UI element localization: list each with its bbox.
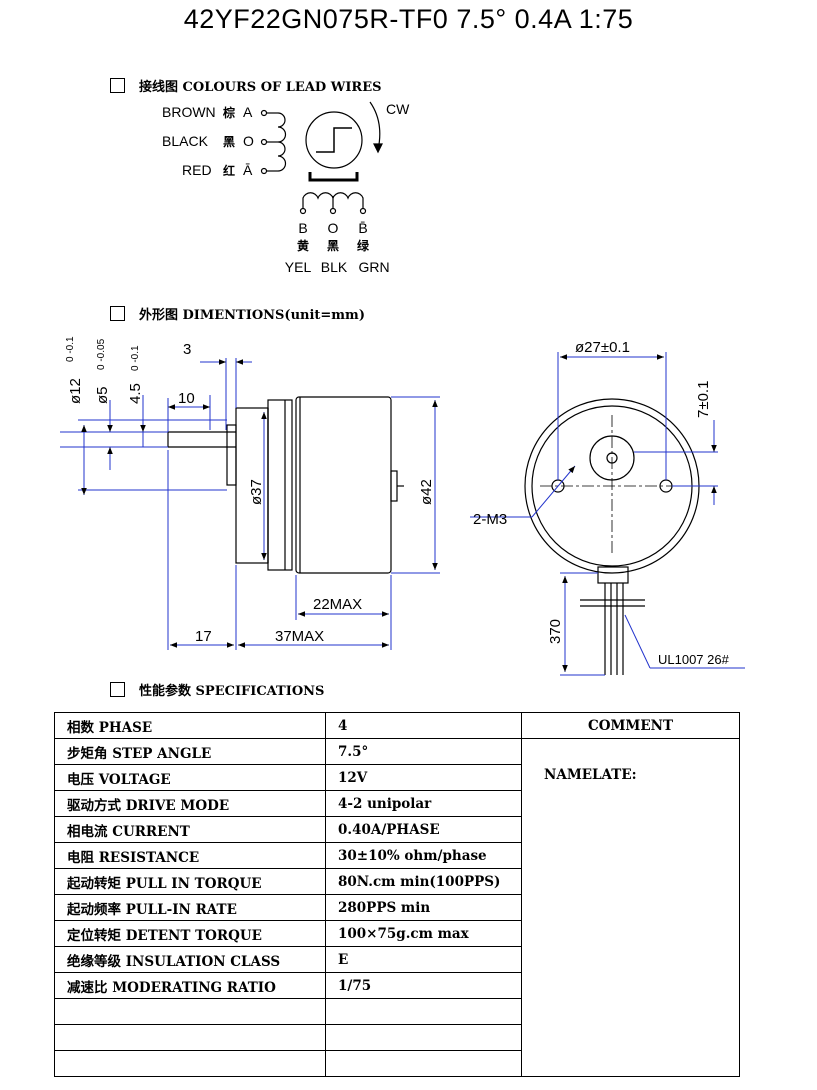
spec-value: 12V — [325, 764, 522, 791]
dim-d12-tol: 0 -0.1 — [65, 336, 76, 362]
dim-shaft-3: 3 — [183, 341, 191, 358]
spec-value: 7.5° — [325, 738, 522, 765]
dim-d5: ø5 — [94, 386, 111, 404]
dim-17: 17 — [195, 628, 212, 645]
term-a: A — [243, 104, 253, 120]
table-row — [54, 998, 740, 1025]
dim-wire-type: UL1007 26# — [658, 652, 730, 667]
dim-holes-m3: 2-M3 — [473, 511, 507, 528]
spec-name: 绝缘等级 INSULATION CLASS — [54, 946, 326, 973]
section-wiring: 接线图 COLOURS OF LEAD WIRES — [110, 76, 382, 95]
spec-name: 驱动方式 DRIVE MODE — [54, 790, 326, 817]
spec-value: 80N.cm min(100PPS) — [325, 868, 522, 895]
wire-cn-yellow: 黄 — [297, 238, 309, 253]
dim-lead-370: 370 — [547, 619, 564, 644]
spec-name: 相电流 CURRENT — [54, 816, 326, 843]
spec-value: E — [325, 946, 522, 973]
section-dimensions: 外形图 DIMENTIONS(unit=mm) — [110, 304, 365, 323]
wire-label-brown: BROWN — [162, 104, 216, 120]
spec-name: 步矩角 STEP ANGLE — [54, 738, 326, 765]
dim-d5-tol: 0 -0.05 — [96, 338, 107, 370]
checkbox[interactable] — [110, 78, 125, 93]
wire-cn-black2: 黑 — [327, 239, 339, 253]
term-o: O — [243, 133, 254, 149]
motor-side-view — [167, 396, 404, 574]
term-o2: O — [328, 220, 339, 236]
dim-d37: ø37 — [248, 479, 265, 505]
spec-value: 4-2 unipolar — [325, 790, 522, 817]
wire-cn-brown: 棕 — [222, 105, 235, 120]
spec-value: 4 — [325, 712, 522, 739]
dim-d42: ø42 — [418, 479, 435, 505]
spec-value: 30±10% ohm/phase — [325, 842, 522, 869]
spec-value: 0.40A/PHASE — [325, 816, 522, 843]
section-wiring-label: 接线图 COLOURS OF LEAD WIRES — [139, 80, 382, 95]
wire-label-black: BLACK — [162, 133, 209, 149]
wiring-diagram: BROWN BLACK RED 棕 黑 红 A O Ā CW B O B̄ 黄 … — [162, 101, 410, 275]
spec-value: 100×75g.cm max — [325, 920, 522, 947]
spec-value — [325, 1024, 522, 1051]
spec-name: 电阻 RESISTANCE — [54, 842, 326, 869]
dim-d27: ø27±0.1 — [575, 339, 630, 356]
wire-label-red: RED — [182, 162, 212, 178]
table-row — [54, 1024, 740, 1051]
spec-name — [54, 1024, 326, 1051]
section-dimensions-label: 外形图 DIMENTIONS(unit=mm) — [139, 308, 365, 323]
nameplate-cell: NAMELATE: — [521, 738, 740, 1077]
spec-name: 电压 VOLTAGE — [54, 764, 326, 791]
dim-flat: 4.5 — [127, 383, 144, 404]
spec-name: 定位转矩 DETENT TORQUE — [54, 920, 326, 947]
drawing-title: 42YF22GN075R-TF0 7.5° 0.4A 1:75 — [183, 4, 634, 34]
spec-value: 280PPS min — [325, 894, 522, 921]
section-specs: 性能参数 SPECIFICATIONS — [110, 680, 324, 699]
term-b-bar: B̄ — [358, 220, 367, 236]
wire-label-yel: YEL — [285, 259, 312, 275]
wire-cn-black: 黑 — [223, 135, 235, 149]
spec-name: 减速比 MODERATING RATIO — [54, 972, 326, 999]
dim-flat-tol: 0 -0.1 — [130, 345, 141, 371]
spec-name: 起动转矩 PULL IN TORQUE — [54, 868, 326, 895]
dimension-drawing: ø12 0 -0.1 ø5 0 -0.05 4.5 0 -0.1 3 10 ø3… — [60, 336, 745, 676]
checkbox[interactable] — [110, 306, 125, 321]
spec-value — [325, 1050, 522, 1077]
spec-value: 1/75 — [325, 972, 522, 999]
dim-22max: 22MAX — [313, 596, 362, 613]
spec-name — [54, 1050, 326, 1077]
term-b: B — [298, 220, 307, 236]
spec-value — [325, 998, 522, 1025]
dim-shaft-10: 10 — [178, 390, 195, 407]
spec-name: 相数 PHASE — [54, 712, 326, 739]
spec-name: 起动频率 PULL-IN RATE — [54, 894, 326, 921]
dim-37max: 37MAX — [275, 628, 324, 645]
direction-label: CW — [386, 101, 410, 117]
term-a-bar: Ā — [243, 162, 253, 178]
checkbox[interactable] — [110, 682, 125, 697]
table-row — [54, 1050, 740, 1077]
comment-header: COMMENT — [521, 712, 740, 739]
wire-label-grn: GRN — [358, 259, 389, 275]
dim-d12: ø12 — [67, 378, 84, 404]
section-specs-label: 性能参数 SPECIFICATIONS — [139, 684, 325, 699]
wire-cn-green: 绿 — [357, 238, 370, 253]
dim-offset-7: 7±0.1 — [695, 381, 712, 418]
wire-label-blk: BLK — [321, 259, 348, 275]
spec-name — [54, 998, 326, 1025]
wire-cn-red: 红 — [223, 163, 235, 178]
